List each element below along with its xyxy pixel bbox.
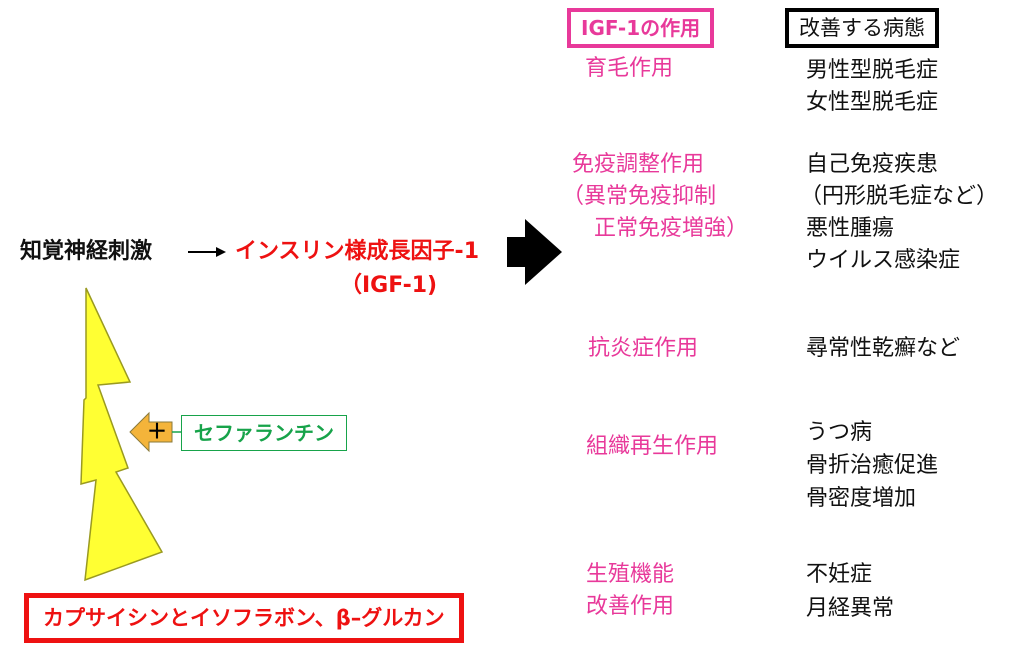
action-tissue-regeneration: 組織再生作用 <box>586 434 719 459</box>
condition-item: 不妊症 <box>806 562 873 587</box>
condition-item: 悪性腫瘍 <box>806 216 895 241</box>
action-reproductive-line1: 生殖機能 <box>586 562 675 587</box>
action-immune-line2: （異常免疫抑制 <box>562 184 717 209</box>
condition-item: 自己免疫疾患 <box>806 152 939 177</box>
stimulus-label: 知覚神経刺激 <box>20 239 153 264</box>
action-anti-inflammatory: 抗炎症作用 <box>588 336 699 361</box>
action-hair-growth: 育毛作用 <box>585 56 674 81</box>
sources-box: カプサイシンとイソフラボン、β–グルカン <box>24 593 464 643</box>
condition-item: 骨密度増加 <box>806 486 917 511</box>
condition-item: 男性型脱毛症 <box>806 58 939 83</box>
condition-item: 尋常性乾癬など <box>806 336 961 361</box>
lightning-bolt <box>80 287 164 582</box>
action-immune-line3: 正常免疫増強） <box>572 216 749 241</box>
igf1-abbrev-label: （IGF-1) <box>340 273 438 298</box>
stimulus-arrow <box>188 247 226 257</box>
main-block-arrow <box>507 219 562 285</box>
condition-item: （円形脱毛症など） <box>800 184 999 209</box>
action-reproductive-line2: 改善作用 <box>586 594 675 619</box>
condition-item: ウイルス感染症 <box>806 248 961 273</box>
igf1-name-label: インスリン様成長因子-1 <box>235 239 479 264</box>
conditions-header: 改善する病態 <box>785 8 939 48</box>
action-immune-line1: 免疫調整作用 <box>572 152 705 177</box>
plus-sign: ＋ <box>147 419 167 443</box>
condition-item: 月経異常 <box>806 596 895 621</box>
condition-item: 骨折治癒促進 <box>806 453 939 478</box>
actions-header: IGF-1の作用 <box>567 8 715 48</box>
condition-item: 女性型脱毛症 <box>806 90 939 115</box>
condition-item: うつ病 <box>806 420 873 445</box>
enhancer-box: セファランチン <box>181 415 347 451</box>
